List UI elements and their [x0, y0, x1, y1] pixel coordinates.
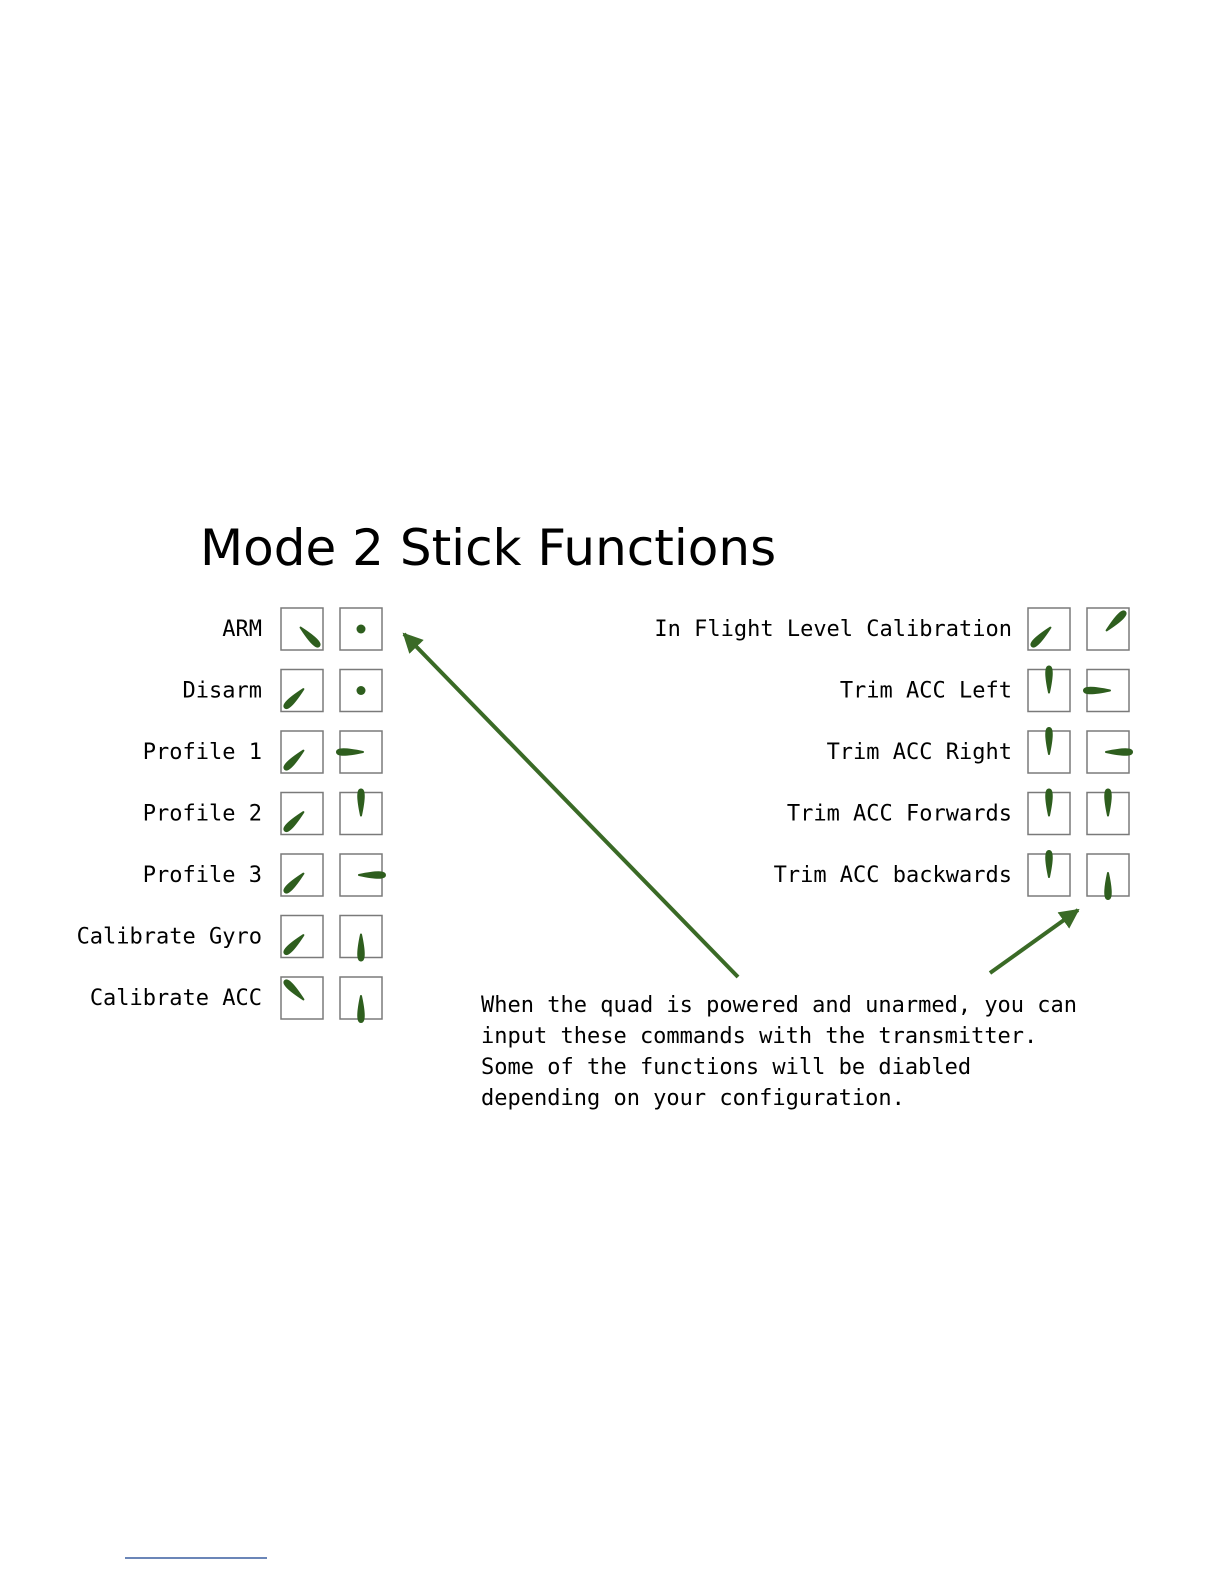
stick-box-frame [1027, 607, 1071, 651]
stick-position-down-left [283, 811, 305, 833]
command-row: In Flight Level Calibration [654, 607, 1130, 651]
command-row: Trim ACC Right [827, 727, 1133, 774]
stick-box [339, 914, 383, 962]
command-row: Trim ACC backwards [774, 850, 1130, 900]
stick-position-up [1045, 788, 1053, 817]
stick-position-left [1083, 686, 1111, 695]
note-line: When the quad is powered and unarmed, yo… [481, 993, 1077, 1018]
command-label: In Flight Level Calibration [654, 617, 1012, 642]
command-row: Trim ACC Forwards [787, 788, 1130, 836]
command-row: ARM [222, 607, 383, 651]
stick-position-down-left [283, 872, 305, 894]
command-label: Calibrate Gyro [77, 925, 262, 950]
stick-box [336, 730, 383, 774]
stick-box [339, 607, 383, 651]
stick-box [339, 788, 383, 836]
stick-box [1086, 853, 1130, 900]
command-row: Profile 1 [143, 730, 383, 774]
command-label: Trim ACC Forwards [787, 802, 1012, 827]
stick-box-frame [280, 730, 324, 774]
stick-position-up [1045, 727, 1053, 755]
stick-position-down [1104, 872, 1112, 900]
stick-box-frame [339, 607, 383, 651]
stick-position-down [357, 933, 365, 962]
stick-box-frame [280, 976, 324, 1020]
stick-position-left [336, 748, 364, 756]
stick-box [1027, 788, 1071, 836]
stick-position-down-left [283, 749, 305, 771]
command-label: Profile 2 [143, 802, 262, 827]
command-label: ARM [222, 617, 262, 642]
stick-box [339, 976, 383, 1023]
arrow-to-left-commands [402, 632, 740, 979]
stick-center-dot [356, 624, 366, 634]
stick-position-up-left [283, 979, 305, 1001]
note-line: depending on your configuration. [481, 1086, 905, 1111]
stick-box [280, 730, 324, 774]
stick-position-up [1045, 850, 1053, 878]
stick-box [280, 914, 324, 959]
command-label: Trim ACC Right [827, 740, 1012, 765]
command-label: Profile 1 [143, 740, 262, 765]
command-label: Calibrate ACC [90, 986, 262, 1011]
command-row: Disarm [183, 668, 383, 713]
stick-box [339, 668, 383, 713]
stick-box [1027, 850, 1071, 897]
stick-box [280, 791, 324, 836]
stick-box [1027, 607, 1071, 651]
stick-position-down-left [283, 934, 305, 956]
stick-box-frame [280, 791, 324, 836]
command-row: Profile 3 [143, 853, 386, 897]
stick-box [280, 853, 324, 897]
stick-box [1027, 665, 1071, 713]
diagram-title: Mode 2 Stick Functions [200, 519, 776, 577]
stick-box-frame [280, 853, 324, 897]
stick-box [1086, 730, 1133, 774]
stick-box [280, 976, 324, 1020]
stick-box [1083, 668, 1130, 713]
stick-box-frame [280, 668, 324, 713]
stick-box [339, 853, 386, 897]
stick-position-down-left [283, 688, 305, 710]
stick-position-up [1104, 788, 1112, 817]
command-label: Disarm [183, 679, 262, 704]
stick-position-up-right [1105, 610, 1127, 632]
command-row: Calibrate Gyro [77, 914, 383, 962]
command-label: Trim ACC Left [840, 679, 1012, 704]
note-line: Some of the functions will be diabled [481, 1055, 971, 1080]
arrow-to-right-commands [988, 908, 1080, 975]
note-text: When the quad is powered and unarmed, yo… [481, 993, 1077, 1111]
stick-box-frame [339, 668, 383, 713]
stick-position-right [1105, 748, 1133, 756]
command-row: Trim ACC Left [840, 665, 1130, 713]
stick-position-up [357, 788, 365, 817]
note-line: input these commands with the transmitte… [481, 1024, 1037, 1049]
stick-position-down [357, 995, 365, 1023]
stick-center-dot [356, 686, 366, 695]
command-row: Calibrate ACC [90, 976, 383, 1023]
stick-position-down-left [1030, 626, 1052, 648]
stick-position-right [358, 871, 386, 879]
stick-box-frame [280, 607, 324, 651]
stick-box-frame [1086, 607, 1130, 651]
command-row: Profile 2 [143, 788, 383, 836]
stick-position-up [1045, 665, 1053, 694]
command-label: Profile 3 [143, 863, 262, 888]
stick-box-frame [280, 914, 324, 959]
stick-box [1027, 727, 1071, 774]
stick-box [280, 607, 324, 651]
command-label: Trim ACC backwards [774, 863, 1012, 888]
stick-position-down-right [299, 626, 321, 648]
stick-box [1086, 607, 1130, 651]
stick-box [1086, 788, 1130, 836]
stick-box [280, 668, 324, 713]
